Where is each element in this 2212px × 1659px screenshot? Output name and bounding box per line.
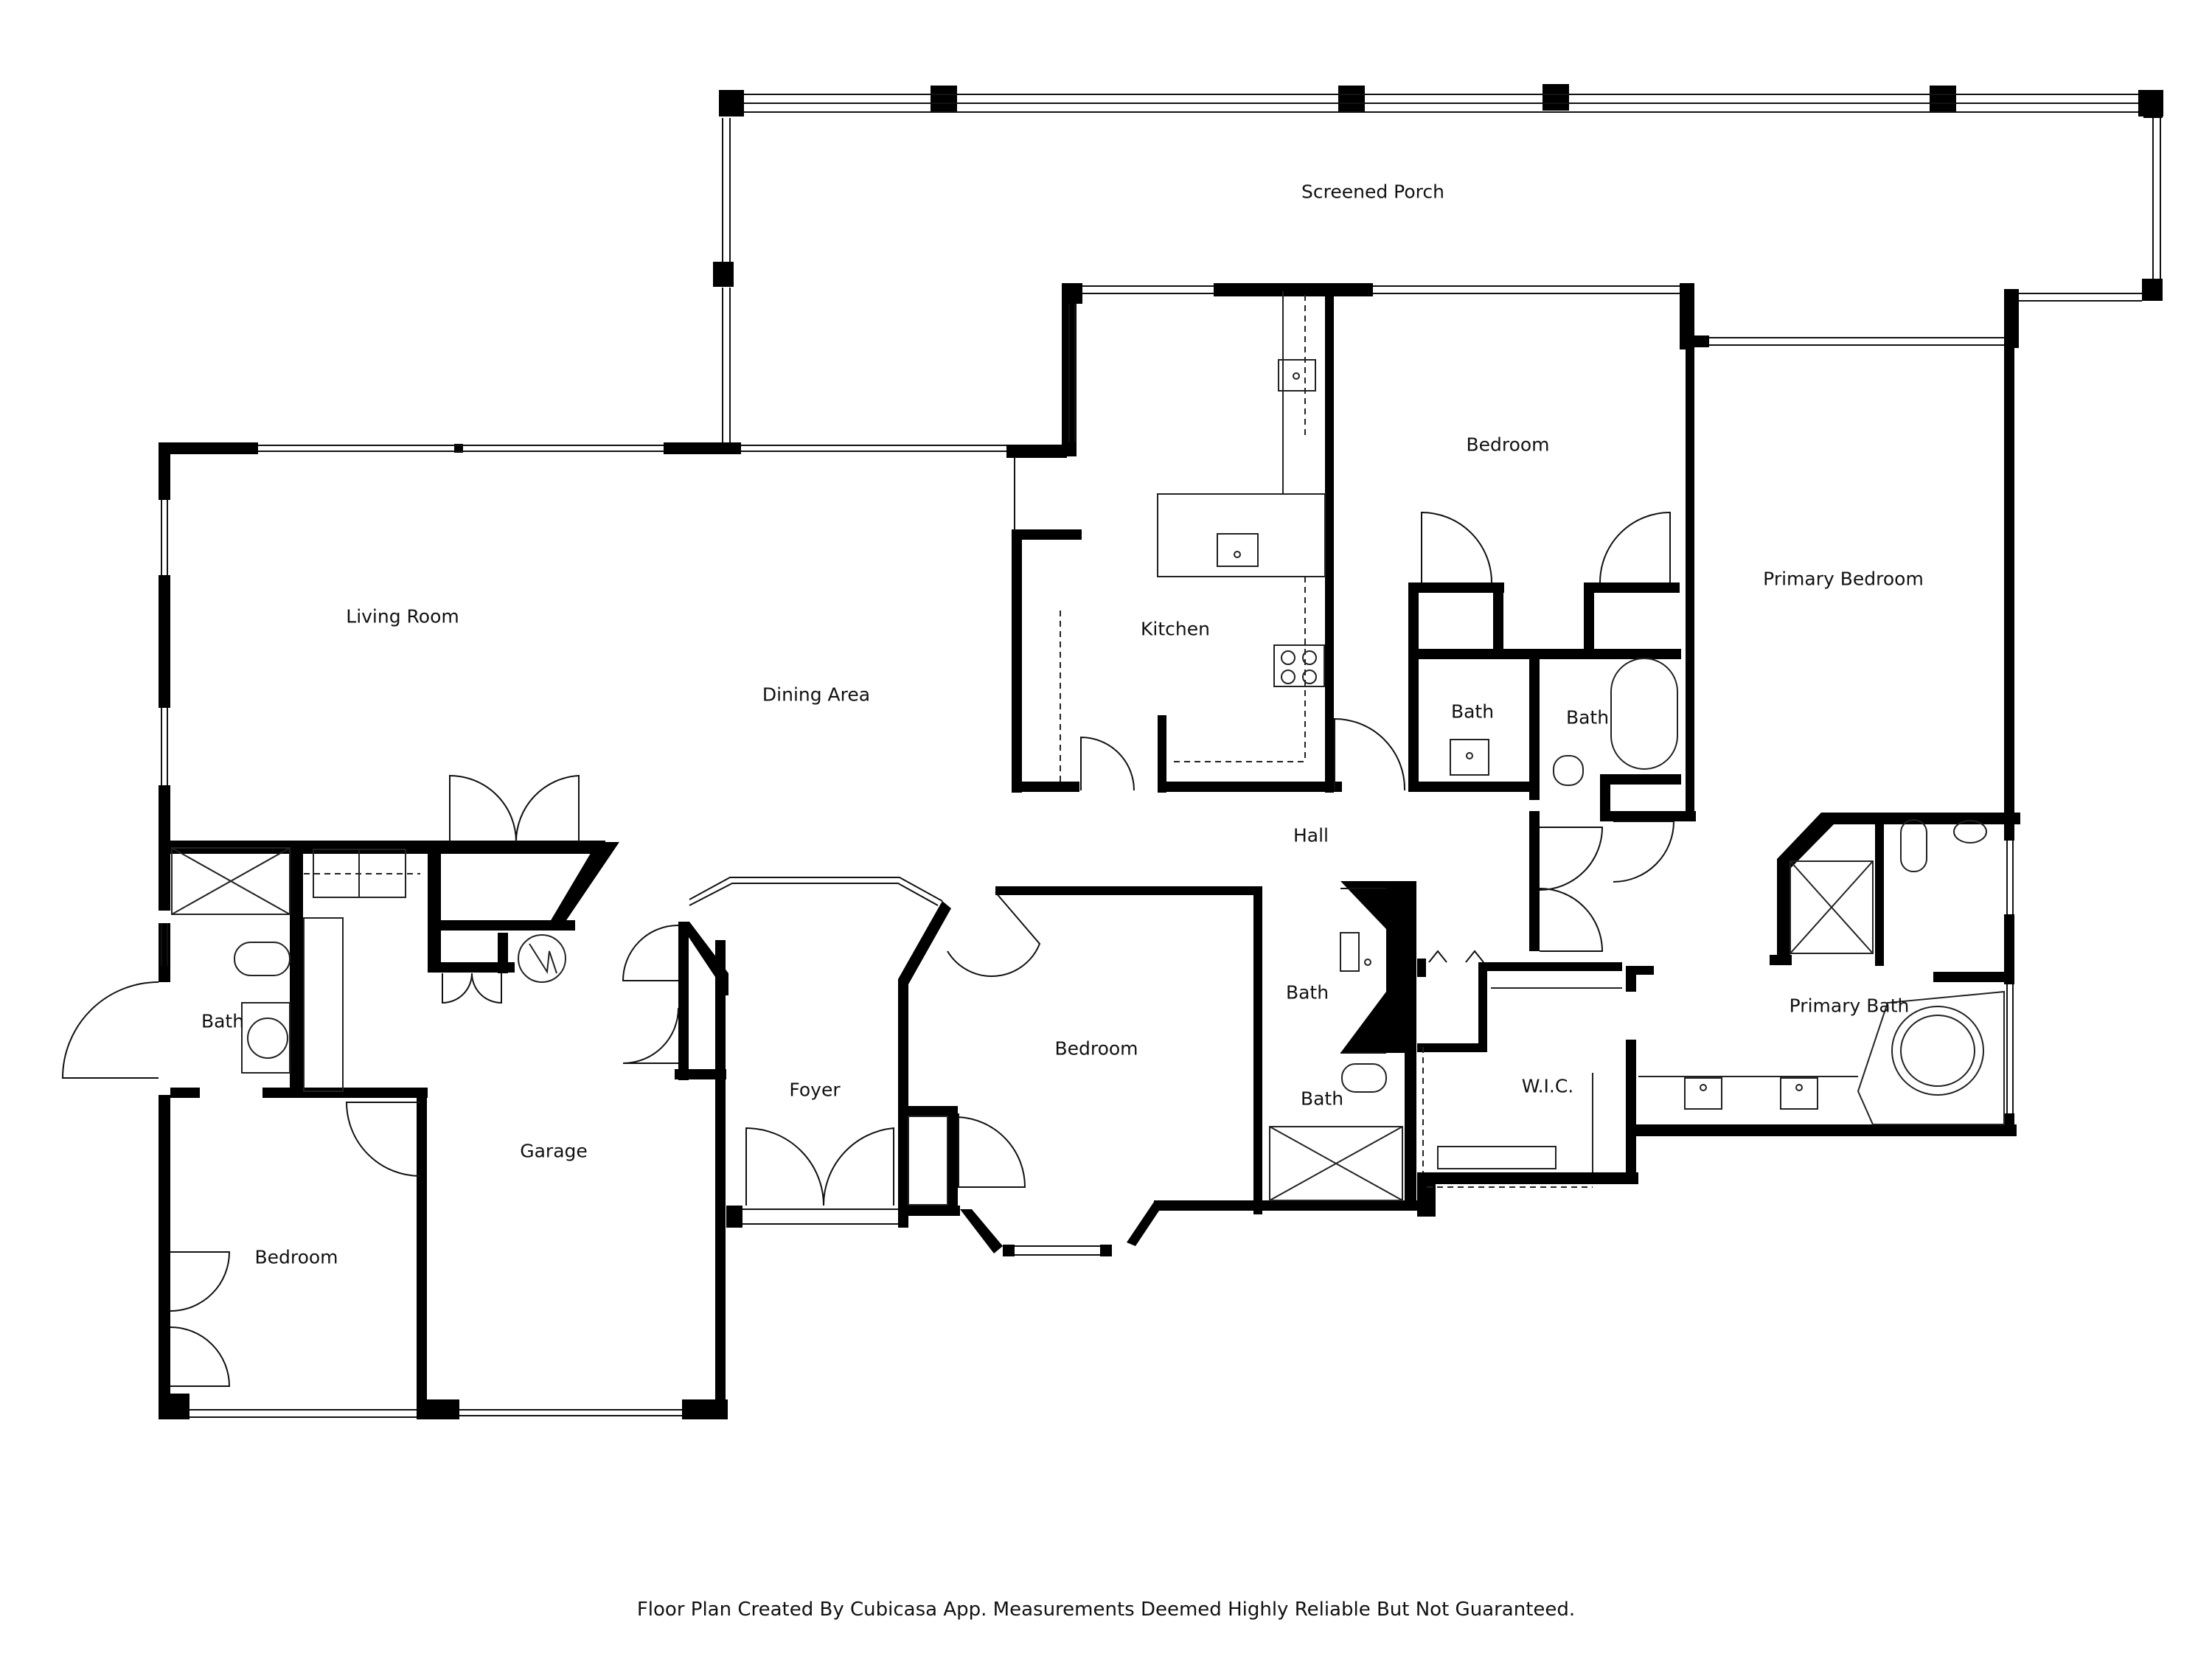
room-label-bath-mid-lower: Bath bbox=[1300, 1088, 1344, 1110]
fixtures bbox=[171, 291, 2005, 1206]
disclaimer-footer: Floor Plan Created By Cubicasa App. Meas… bbox=[636, 1599, 1576, 1621]
room-label-primary-bedroom: Primary Bedroom bbox=[1763, 568, 1924, 590]
room-label-kitchen: Kitchen bbox=[1141, 618, 1210, 640]
room-label-screened-porch: Screened Porch bbox=[1301, 181, 1444, 203]
room-label-bath-left: Bath bbox=[201, 1010, 245, 1032]
room-label-living-room: Living Room bbox=[346, 605, 459, 627]
room-label-bath-mid-upper: Bath bbox=[1285, 981, 1329, 1004]
walls bbox=[159, 84, 2163, 1419]
room-label-bath-upper-right: Bath bbox=[1565, 706, 1610, 728]
room-label-dining-area: Dining Area bbox=[762, 684, 871, 706]
room-label-primary-bath: Primary Bath bbox=[1789, 995, 1910, 1017]
room-label-wic: W.I.C. bbox=[1521, 1075, 1574, 1097]
room-label-foyer: Foyer bbox=[789, 1079, 841, 1101]
wall-outlines-and-windows bbox=[161, 94, 2161, 1418]
room-label-hall: Hall bbox=[1293, 824, 1329, 846]
room-label-bath-upper-left: Bath bbox=[1450, 700, 1495, 723]
room-label-bedroom-upper: Bedroom bbox=[1466, 434, 1550, 456]
room-label-bedroom-mid: Bedroom bbox=[1054, 1037, 1138, 1060]
room-label-bedroom-lower-left: Bedroom bbox=[254, 1246, 338, 1268]
doors bbox=[61, 511, 1675, 1387]
room-label-garage: Garage bbox=[520, 1140, 588, 1162]
